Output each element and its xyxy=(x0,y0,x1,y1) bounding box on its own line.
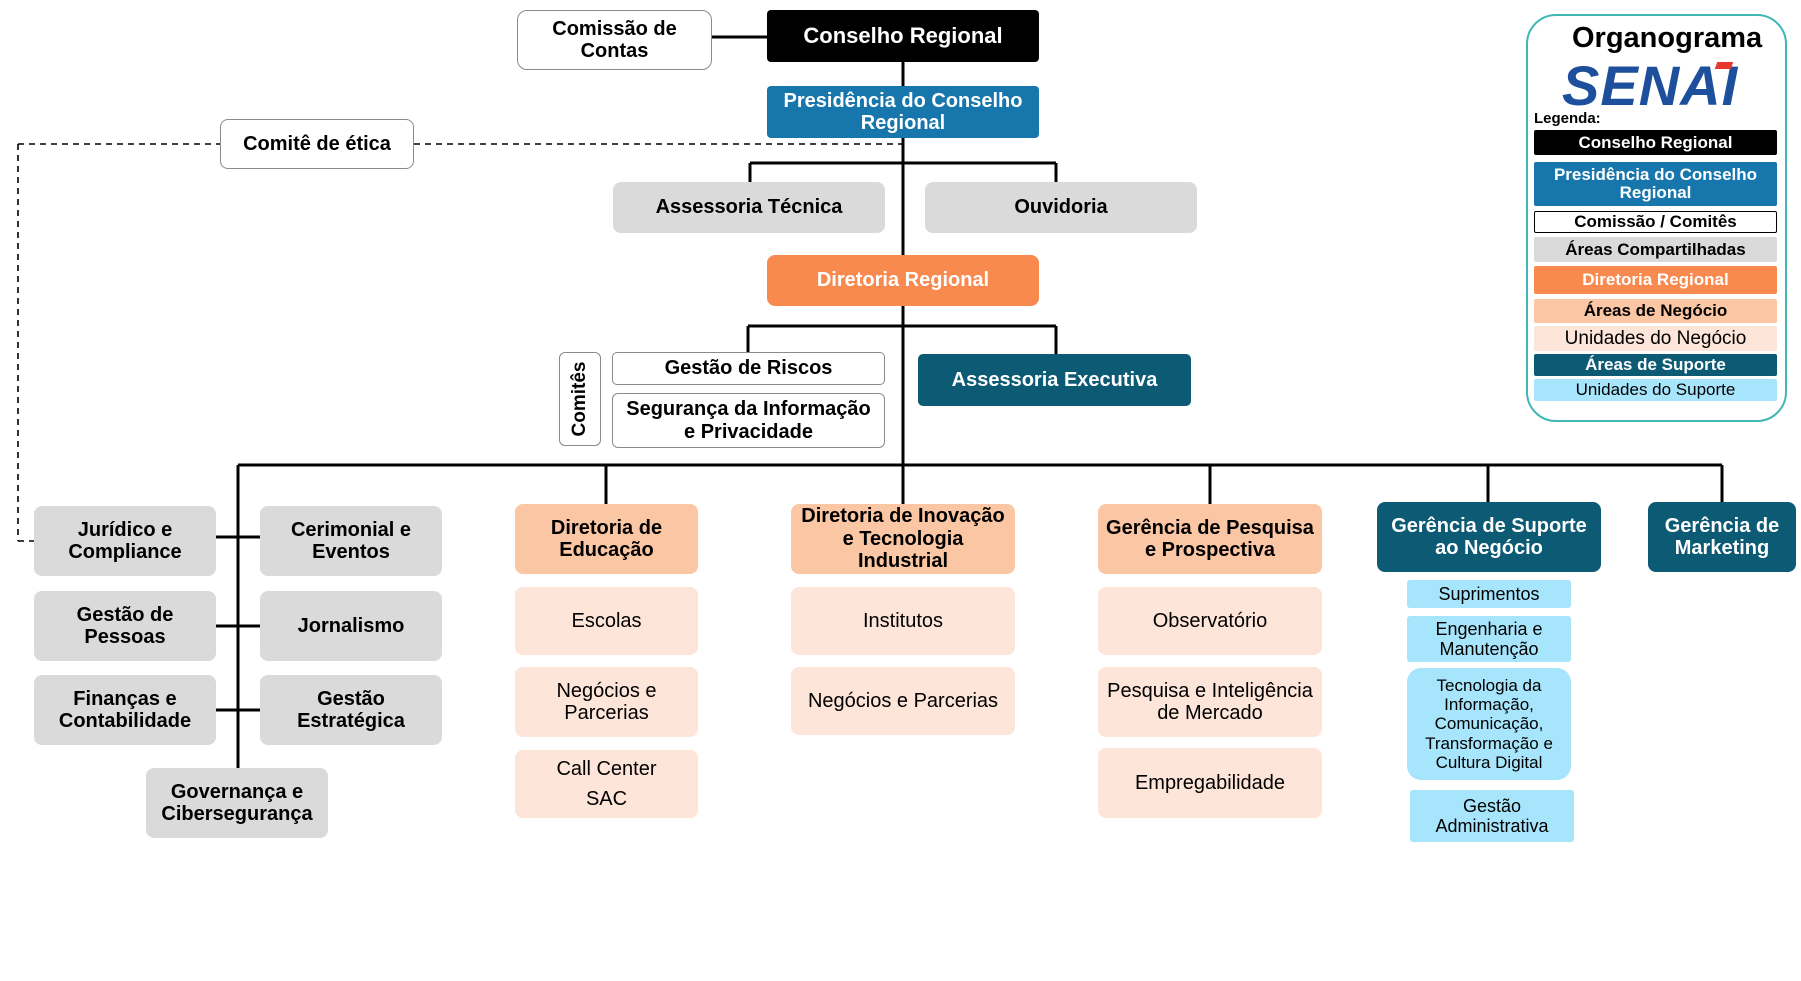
legend-item-presidencia: Presidência do Conselho Regional xyxy=(1534,162,1777,206)
legend-item-comissao: Comissão / Comitês xyxy=(1534,211,1777,233)
legend-title: Organograma xyxy=(1572,22,1763,54)
legend-panel: Organograma SENAI Legenda: Conselho Regi… xyxy=(1526,14,1787,422)
legend-subtitle: Legenda: xyxy=(1534,110,1601,127)
institutos-box: Institutos xyxy=(791,587,1015,655)
jornalismo-box: Jornalismo xyxy=(260,591,442,661)
gerencia-suporte-box: Gerência de Suporte ao Negócio xyxy=(1377,502,1601,572)
governanca-box: Governança e Cibersegurança xyxy=(146,768,328,838)
legend-item-conselho: Conselho Regional xyxy=(1534,130,1777,155)
assessoria-tecnica-box: Assessoria Técnica xyxy=(613,182,885,233)
call-center-sac-box: Call Center SAC xyxy=(515,750,698,818)
gestao-estrategica-box: Gestão Estratégica xyxy=(260,675,442,745)
diretoria-educacao-box: Diretoria de Educação xyxy=(515,504,698,574)
gestao-de-riscos-box: Gestão de Riscos xyxy=(612,352,885,385)
escolas-box: Escolas xyxy=(515,587,698,655)
legend-item-unidades-negocio: Unidades do Negócio xyxy=(1534,326,1777,351)
gestao-de-pessoas-box: Gestão de Pessoas xyxy=(34,591,216,661)
ouvidoria-box: Ouvidoria xyxy=(925,182,1197,233)
diretoria-inovacao-box: Diretoria de Inovação e Tecnologia Indus… xyxy=(791,504,1015,574)
negocios-parcerias-edu-box: Negócios e Parcerias xyxy=(515,667,698,737)
pesquisa-inteligencia-box: Pesquisa e Inteligência de Mercado xyxy=(1098,667,1322,737)
observatorio-box: Observatório xyxy=(1098,587,1322,655)
comissao-de-contas-box: Comissão de Contas xyxy=(517,10,712,70)
senai-logo: SENAI xyxy=(1562,56,1738,116)
call-center-label: Call Center xyxy=(556,758,657,780)
sac-label: SAC xyxy=(585,788,628,810)
empregabilidade-box: Empregabilidade xyxy=(1098,748,1322,818)
comites-label-box: Comitês xyxy=(559,352,601,446)
juridico-box: Jurídico e Compliance xyxy=(34,506,216,576)
legend-item-diretoria: Diretoria Regional xyxy=(1534,266,1777,294)
suprimentos-box: Suprimentos xyxy=(1407,580,1571,608)
gerencia-pesquisa-box: Gerência de Pesquisa e Prospectiva xyxy=(1098,504,1322,574)
legend-item-unidades-suporte: Unidades do Suporte xyxy=(1534,379,1777,401)
comites-label: Comitês xyxy=(569,361,590,437)
presidencia-box: Presidência do Conselho Regional xyxy=(767,86,1039,138)
cerimonial-box: Cerimonial e Eventos xyxy=(260,506,442,576)
negocios-parcerias-ino-box: Negócios e Parcerias xyxy=(791,667,1015,735)
financas-box: Finanças e Contabilidade xyxy=(34,675,216,745)
seguranca-da-informacao-box: Segurança da Informação e Privacidade xyxy=(612,393,885,448)
legend-item-areas-suporte: Áreas de Suporte xyxy=(1534,354,1777,376)
legend-item-compartilhadas: Áreas Compartilhadas xyxy=(1534,237,1777,262)
gestao-administrativa-box: Gestão Administrativa xyxy=(1410,790,1574,842)
tecnologia-box: Tecnologia da Informação, Comunicação, T… xyxy=(1407,668,1571,780)
legend-item-areas-negocio: Áreas de Negócio xyxy=(1534,299,1777,323)
engenharia-box: Engenharia e Manutenção xyxy=(1407,616,1571,662)
gerencia-marketing-box: Gerência de Marketing xyxy=(1648,502,1796,572)
diretoria-regional-box: Diretoria Regional xyxy=(767,255,1039,306)
assessoria-executiva-box: Assessoria Executiva xyxy=(918,354,1191,406)
conselho-regional-box: Conselho Regional xyxy=(767,10,1039,62)
comite-de-etica-box: Comitê de ética xyxy=(220,119,414,169)
senai-logo-text: SENAI xyxy=(1562,54,1739,117)
